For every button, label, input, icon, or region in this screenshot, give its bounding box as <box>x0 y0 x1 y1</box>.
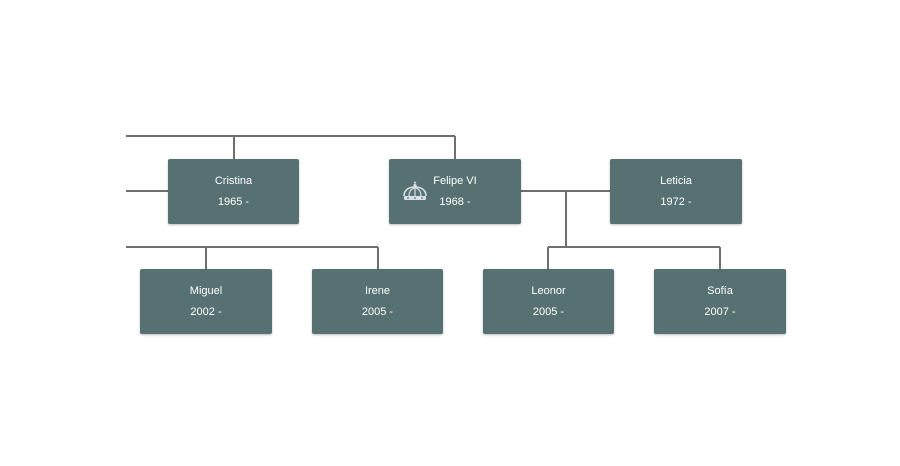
person-name: Cristina <box>214 175 253 187</box>
person-node-irene[interactable]: Irene 2005 - <box>312 269 443 334</box>
person-node-leonor[interactable]: Leonor 2005 - <box>483 269 614 334</box>
person-node-leticia[interactable]: Leticia 1972 - <box>610 159 742 224</box>
person-dates: 2002 - <box>190 306 222 318</box>
person-name: Sofía <box>707 285 733 297</box>
person-node-miguel[interactable]: Miguel 2002 - <box>140 269 272 334</box>
person-dates: 1972 - <box>660 196 692 208</box>
person-node-cristina[interactable]: Cristina 1965 - <box>168 159 299 224</box>
person-dates: 2005 - <box>361 306 394 318</box>
person-node-felipe-vi[interactable]: Felipe VI 1968 - <box>389 159 521 224</box>
person-dates: 2005 - <box>532 306 565 318</box>
crown-icon <box>403 181 427 200</box>
person-name: Miguel <box>189 285 223 297</box>
person-name: Leonor <box>531 285 566 297</box>
person-dates: 2007 - <box>704 306 736 318</box>
person-dates: 1968 - <box>439 196 471 208</box>
person-name: Irene <box>364 285 391 297</box>
person-name: Felipe VI <box>433 175 477 187</box>
person-node-sofia[interactable]: Sofía 2007 - <box>654 269 786 334</box>
person-name: Leticia <box>660 175 692 187</box>
person-dates: 1965 - <box>217 196 250 208</box>
